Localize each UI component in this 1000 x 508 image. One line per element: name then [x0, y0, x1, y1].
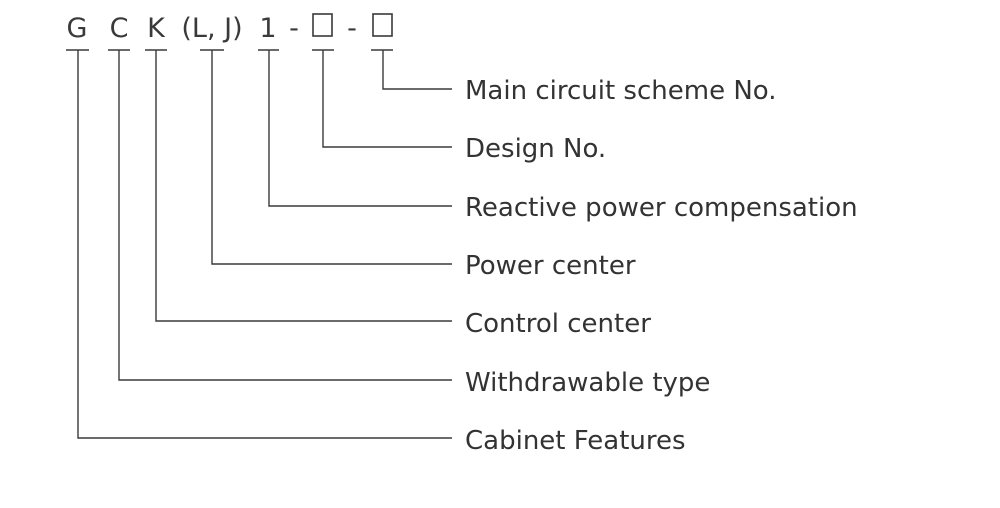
- description-labels: Main circuit scheme No. Design No. React…: [465, 76, 858, 456]
- label-design-no: Design No.: [465, 134, 606, 164]
- leader-control-center: [155, 50, 452, 322]
- placeholder-box-scheme: [372, 13, 393, 37]
- code-char-dash-2: -: [347, 13, 357, 44]
- label-main-circuit-scheme: Main circuit scheme No.: [465, 76, 777, 106]
- label-withdrawable-type: Withdrawable type: [465, 368, 710, 398]
- leader-withdrawable-type: [118, 50, 452, 381]
- leader-power-center: [211, 50, 452, 265]
- leader-design-no: [322, 50, 452, 148]
- leader-lines: [77, 50, 452, 439]
- code-char-k: K: [147, 13, 166, 44]
- label-reactive-power: Reactive power compensation: [465, 193, 858, 223]
- leader-cabinet-features: [77, 50, 452, 439]
- code-char-dash-1: -: [289, 13, 299, 44]
- leader-reactive-power: [268, 50, 452, 207]
- code-char-one: 1: [259, 13, 276, 44]
- code-char-g: G: [67, 13, 88, 44]
- label-cabinet-features: Cabinet Features: [465, 426, 686, 456]
- model-code: G C K (L, J) 1 - -: [67, 13, 393, 44]
- label-control-center: Control center: [465, 309, 651, 339]
- leader-main-circuit-scheme: [382, 50, 452, 90]
- placeholder-box-design: [312, 13, 333, 37]
- label-power-center: Power center: [465, 251, 636, 281]
- code-char-c: C: [110, 13, 129, 44]
- code-char-lj: (L, J): [181, 13, 242, 44]
